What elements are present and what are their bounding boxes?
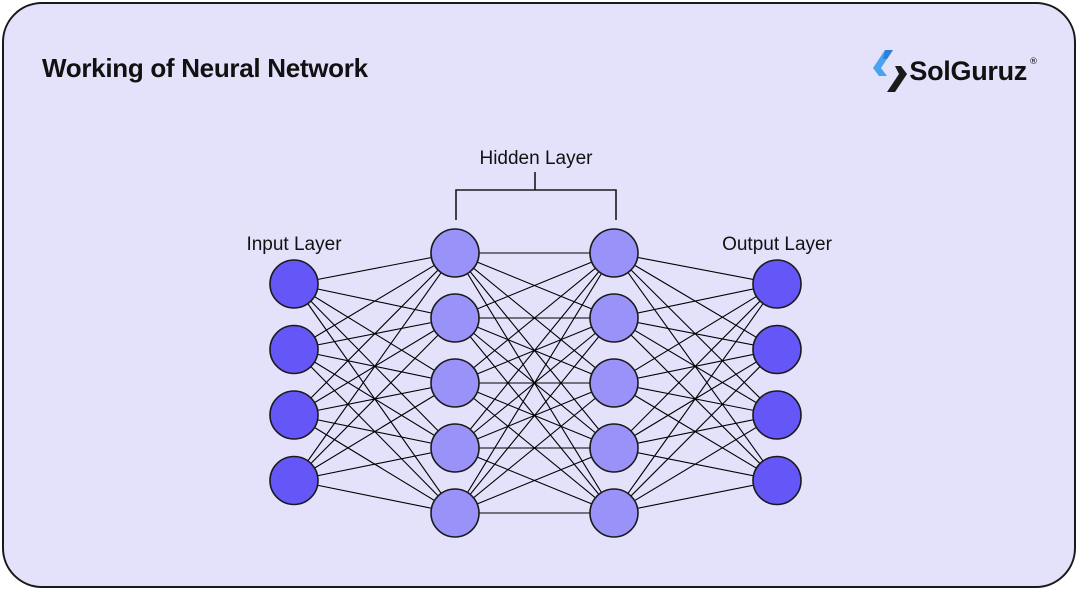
registered-mark: ® [1029, 57, 1038, 67]
hidden-layer-bracket [455, 172, 617, 220]
edge-input-4-to-hidden1-4 [293, 447, 456, 482]
edge-input-4-to-hidden1-1 [293, 252, 456, 481]
edge-input-3-to-hidden1-1 [293, 252, 456, 416]
edge-hidden1-4-to-hidden2-1 [454, 252, 615, 449]
edge-input-1-to-hidden1-1 [293, 252, 456, 285]
edge-hidden2-5-to-output-4 [613, 479, 778, 514]
solguruz-s-logo-icon [873, 50, 908, 92]
edge-input-4-to-hidden1-5 [293, 479, 456, 514]
brand-name: SolGuruz [909, 55, 1027, 86]
edge-hidden1-5-to-hidden2-2 [454, 317, 615, 514]
input-node-4 [269, 455, 319, 506]
hidden1-node-4 [430, 423, 480, 473]
edge-input-4-to-hidden1-2 [293, 317, 456, 481]
edge-hidden2-5-to-output-2 [613, 349, 778, 514]
hidden1-node-5 [430, 488, 480, 538]
edge-hidden1-5-to-hidden2-3 [454, 382, 615, 514]
hidden2-node-4 [589, 423, 639, 473]
hidden2-node-2 [589, 293, 639, 343]
hidden1-node-1 [430, 228, 480, 278]
edge-hidden2-1-to-output-1 [613, 252, 778, 285]
input-node-2 [269, 324, 319, 375]
hidden2-node-5 [589, 488, 639, 538]
hidden-layer-label: Hidden Layer [479, 148, 593, 169]
input-node-3 [269, 390, 319, 440]
brand-logo: SolGuruz ® [873, 46, 1038, 96]
output-layer-label: Output Layer [722, 234, 833, 255]
network-nodes [269, 228, 802, 538]
input-layer-label: Input Layer [246, 234, 342, 255]
page-title: Working of Neural Network [42, 53, 368, 83]
connection-edges [293, 252, 778, 514]
edge-hidden1-3-to-hidden2-1 [454, 252, 615, 384]
hidden1-node-3 [430, 358, 480, 408]
edge-input-4-to-hidden1-3 [293, 382, 456, 481]
input-node-1 [269, 259, 319, 309]
output-node-3 [752, 390, 802, 440]
edge-hidden1-5-to-hidden2-4 [454, 447, 615, 514]
output-node-4 [752, 455, 802, 506]
edge-hidden2-4-to-output-1 [613, 283, 778, 449]
hidden2-node-1 [589, 228, 639, 278]
edge-hidden2-2-to-output-1 [613, 283, 778, 319]
edge-hidden2-5-to-output-1 [613, 283, 778, 514]
edge-input-2-to-hidden1-1 [293, 252, 456, 350]
output-node-1 [752, 259, 802, 309]
hidden1-node-2 [430, 293, 480, 343]
edge-hidden2-3-to-output-1 [613, 283, 778, 384]
hidden2-node-3 [589, 358, 639, 408]
edge-hidden1-5-to-hidden2-1 [454, 252, 615, 514]
edge-hidden2-5-to-output-3 [613, 414, 778, 514]
output-node-2 [752, 324, 802, 375]
edge-hidden1-2-to-hidden2-1 [454, 252, 615, 319]
